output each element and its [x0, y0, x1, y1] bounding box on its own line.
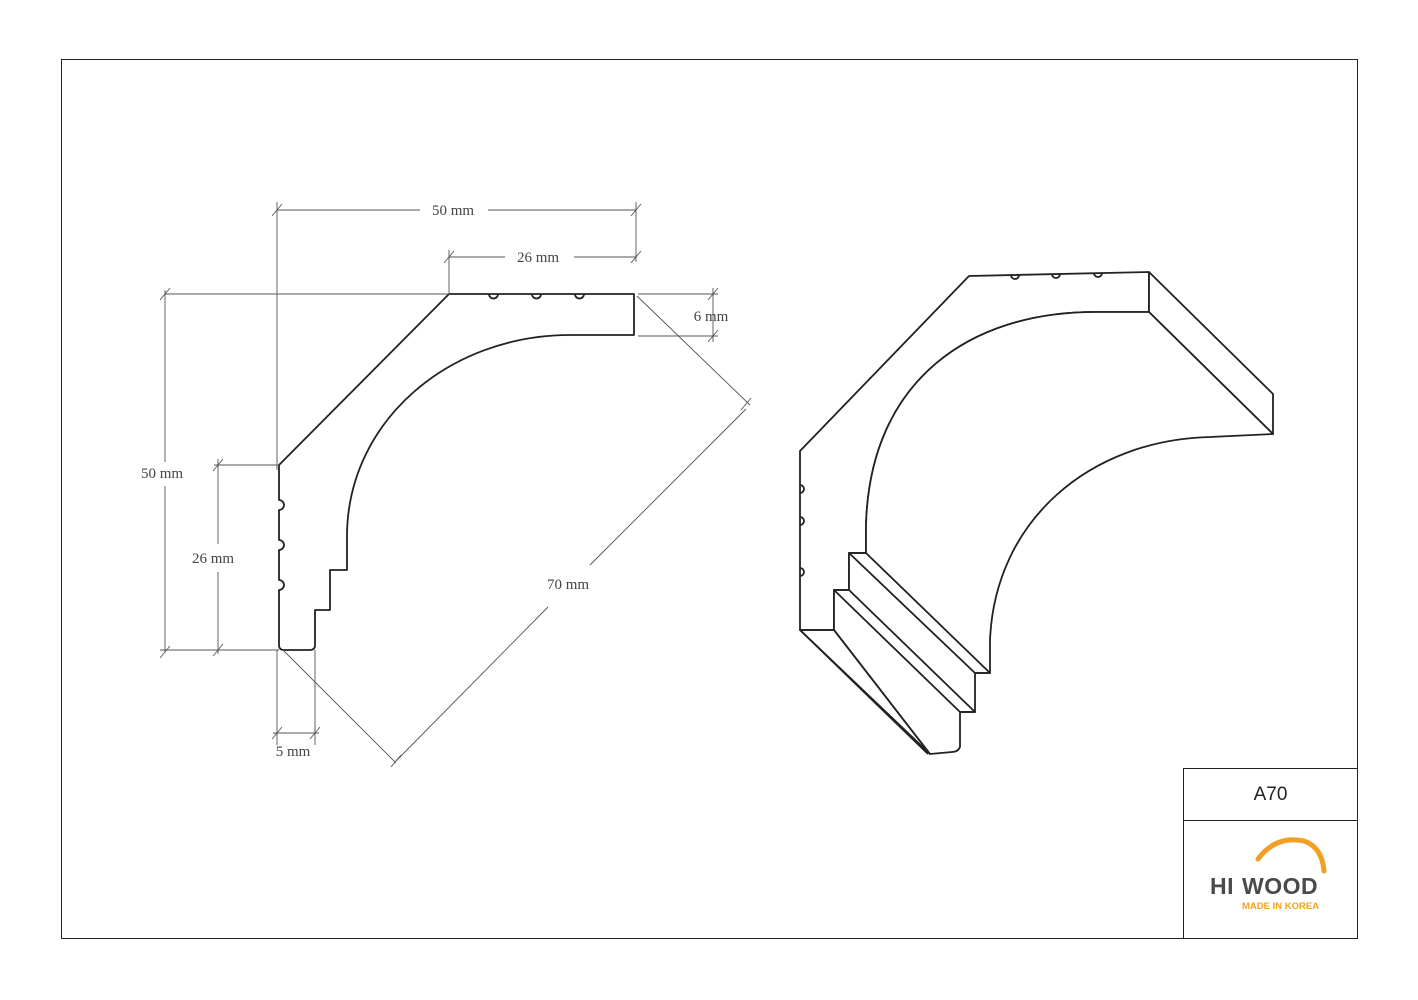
dim-left-height: 50 mm [141, 466, 183, 482]
dimension-labels: 50 mm 26 mm 6 mm 50 mm 26 mm 70 mm 5 mm [141, 203, 729, 760]
dimension-lines [159, 202, 752, 768]
dim-bottom-thickness: 5 mm [276, 744, 311, 760]
logo-tagline: MADE IN KOREA [1242, 901, 1320, 912]
dim-left-flat: 26 mm [192, 551, 234, 567]
cross-section-profile [278, 293, 635, 651]
drawing-frame [61, 59, 1358, 939]
logo-arc-icon [1255, 837, 1327, 874]
perspective-view [799, 271, 1274, 755]
dim-top-flat: 26 mm [517, 250, 559, 266]
dim-top-width: 50 mm [432, 203, 474, 219]
dim-diagonal: 70 mm [547, 577, 589, 593]
product-code-cell: A70 [1184, 769, 1357, 821]
dim-top-thickness: 6 mm [694, 309, 729, 325]
product-code: A70 [1253, 783, 1288, 805]
